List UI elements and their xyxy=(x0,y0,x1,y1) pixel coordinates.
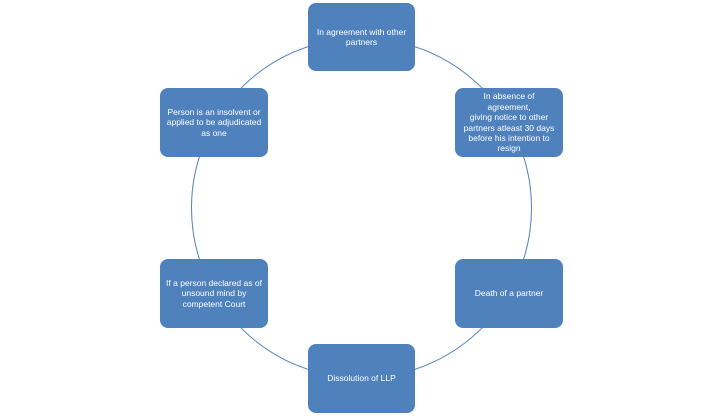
node-insolvent: Person is an insolvent or applied to be … xyxy=(160,88,268,157)
node-insolvent-label: Person is an insolvent or applied to be … xyxy=(166,106,262,138)
node-agreement-with-partners: In agreement with other partners xyxy=(308,3,415,71)
node-agreement-with-partners-label: In agreement with other partners xyxy=(316,26,407,47)
node-dissolution-of-llp: Dissolution of LLP xyxy=(308,344,415,413)
node-notice-to-partners-label: In absence of agreement, giving notice t… xyxy=(463,91,555,154)
node-notice-to-partners: In absence of agreement, giving notice t… xyxy=(455,88,563,157)
node-death-of-partner-label: Death of a partner xyxy=(474,288,544,299)
node-unsound-mind-label: If a person declared as of unsound mind … xyxy=(166,277,262,309)
node-dissolution-of-llp-label: Dissolution of LLP xyxy=(327,373,396,384)
node-unsound-mind: If a person declared as of unsound mind … xyxy=(160,259,268,328)
node-death-of-partner: Death of a partner xyxy=(455,259,563,328)
